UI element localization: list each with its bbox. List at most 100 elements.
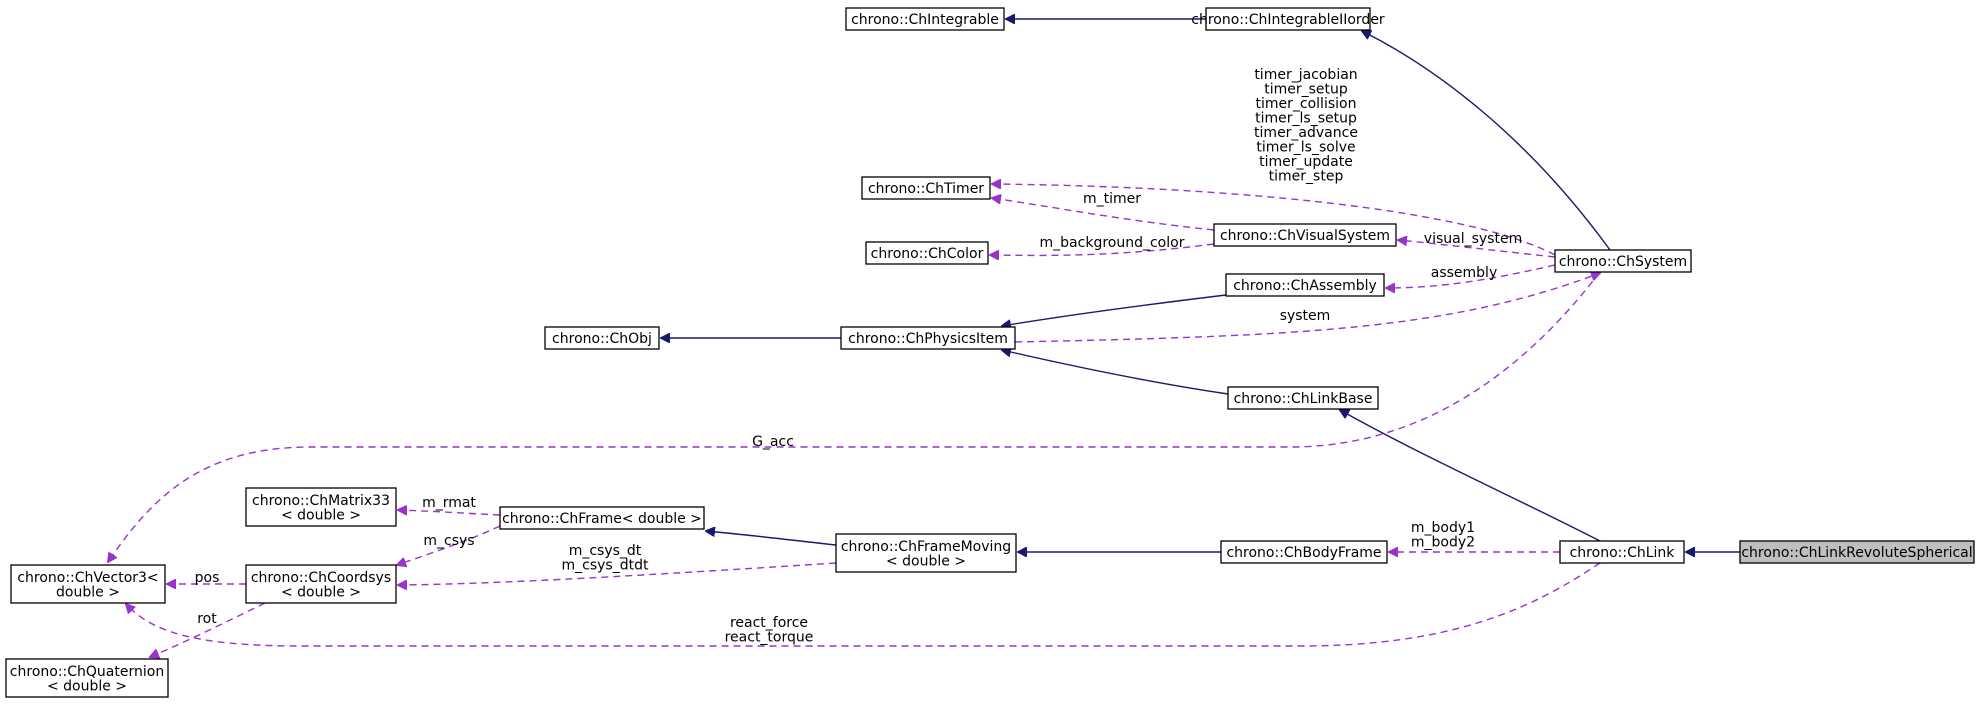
class-box	[1220, 540, 1388, 564]
class-name-line: chrono::ChLinkBase	[1234, 391, 1373, 407]
class-name-line: chrono::ChColor	[871, 246, 984, 262]
edge-label-visual-system: visual_system	[1424, 231, 1522, 247]
class-node-ChMatrix33[interactable]: chrono::ChMatrix33< double >	[245, 487, 397, 527]
class-name-line: chrono::ChLink	[1570, 545, 1676, 561]
edge-label-react: react_force	[730, 615, 808, 631]
edge-label-m-body: m_body1	[1411, 520, 1475, 536]
edge-label-timers: timer_advance	[1254, 125, 1358, 141]
edge-label-timers: timer_update	[1259, 154, 1353, 170]
class-node-ChFrameMoving[interactable]: chrono::ChFrameMoving< double >	[835, 533, 1017, 573]
class-name-line: double >	[56, 584, 120, 600]
class-box	[1559, 540, 1685, 564]
class-node-ChColor[interactable]: chrono::ChColor	[865, 241, 989, 265]
usage-edge-system	[1014, 273, 1600, 343]
class-name-line: chrono::ChMatrix33	[252, 493, 390, 509]
class-node-ChSystem[interactable]: chrono::ChSystem	[1554, 249, 1692, 273]
class-node-ChTimer[interactable]: chrono::ChTimer	[861, 176, 991, 200]
edge-label-timers: timer_ls_solve	[1256, 140, 1355, 156]
inherit-edge-assembly-to-physicsitem	[1002, 294, 1227, 326]
class-box	[1213, 223, 1397, 247]
class-node-ChVisualSystem[interactable]: chrono::ChVisualSystem	[1213, 223, 1397, 247]
class-name-line: < double >	[886, 553, 966, 569]
usage-edge-rot	[150, 602, 266, 657]
class-node-ChQuaternion[interactable]: chrono::ChQuaternion< double >	[5, 658, 169, 698]
edge-label-timers: timer_setup	[1264, 82, 1348, 98]
class-box	[861, 176, 991, 200]
class-box	[1205, 7, 1371, 31]
edge-label-system: system	[1280, 308, 1331, 324]
class-node-ChLinkRevoluteSpherical[interactable]: chrono::ChLinkRevoluteSpherical	[1739, 540, 1975, 564]
class-box	[1225, 273, 1385, 297]
usage-edge-m-timer	[992, 198, 1215, 231]
class-box	[5, 658, 169, 698]
class-name-line: chrono::ChLinkRevoluteSpherical	[1741, 545, 1972, 561]
edge-label-G-acc: G_acc	[752, 434, 794, 450]
edge-label-timers: timer_step	[1269, 169, 1344, 185]
class-name-line: chrono::ChFrame< double >	[502, 511, 702, 527]
class-node-ChIntegrableIIorder[interactable]: chrono::ChIntegrableIIorder	[1191, 7, 1385, 31]
class-box	[1554, 249, 1692, 273]
edge-label-timers: timer_collision	[1256, 96, 1357, 112]
nodes-layer: chrono::ChIntegrable chrono::ChIntegrable…	[5, 7, 1975, 698]
edge-label-pos: pos	[195, 570, 220, 586]
edges-layer	[108, 19, 1740, 657]
class-name-line: chrono::ChObj	[552, 331, 652, 347]
usage-edge-timers	[992, 184, 1556, 256]
class-node-ChLink[interactable]: chrono::ChLink	[1559, 540, 1685, 564]
class-node-ChIntegrable[interactable]: chrono::ChIntegrable	[845, 7, 1005, 31]
class-box	[865, 241, 989, 265]
class-name-line: chrono::ChSystem	[1559, 254, 1687, 270]
class-name-line: chrono::ChIntegrable	[851, 12, 999, 28]
edge-label-assembly: assembly	[1431, 265, 1497, 281]
edge-label-m-timer: m_timer	[1083, 191, 1141, 207]
class-node-ChVector3[interactable]: chrono::ChVector3<double >	[10, 564, 166, 604]
class-name-line: < double >	[281, 584, 361, 600]
class-box	[544, 326, 660, 350]
edge-label-m-body: m_body2	[1411, 535, 1475, 551]
usage-edge-visual-system	[1398, 240, 1556, 258]
class-node-ChFrame[interactable]: chrono::ChFrame< double >	[499, 506, 705, 530]
class-name-line: chrono::ChFrameMoving	[841, 539, 1011, 555]
class-box	[245, 487, 397, 527]
usage-edge-react	[126, 562, 1601, 647]
class-node-ChAssembly[interactable]: chrono::ChAssembly	[1225, 273, 1385, 297]
class-name-line: chrono::ChPhysicsItem	[848, 331, 1008, 347]
class-name-line: chrono::ChIntegrableIIorder	[1191, 12, 1385, 28]
edge-label-rot: rot	[197, 611, 217, 627]
class-name-line: chrono::ChQuaternion	[10, 664, 164, 680]
class-node-ChLinkBase[interactable]: chrono::ChLinkBase	[1227, 386, 1379, 410]
inherit-edge-link-to-linkbase	[1340, 410, 1601, 542]
usage-edge-m-background-color	[990, 243, 1215, 255]
class-box	[845, 7, 1005, 31]
class-name-line: chrono::ChAssembly	[1233, 278, 1377, 294]
class-node-ChCoordsys[interactable]: chrono::ChCoordsys< double >	[245, 564, 397, 604]
usage-edge-assembly	[1386, 264, 1556, 288]
usage-edge-g-acc	[108, 271, 1601, 562]
class-name-line: chrono::ChVisualSystem	[1220, 228, 1390, 244]
edge-label-m-csys-dt: m_csys_dtdt	[562, 558, 649, 574]
class-name-line: chrono::ChCoordsys	[251, 570, 391, 586]
class-node-ChPhysicsItem[interactable]: chrono::ChPhysicsItem	[840, 326, 1016, 350]
class-name-line: chrono::ChVector3<	[17, 570, 158, 586]
class-name-line: chrono::ChBodyFrame	[1226, 545, 1381, 561]
edge-labels-layer: timer_jacobiantimer_setuptimer_collision…	[195, 67, 1523, 646]
edge-label-m-csys-dt: m_csys_dt	[569, 543, 642, 559]
edge-label-react: react_torque	[725, 630, 814, 646]
class-box	[840, 326, 1016, 350]
class-name-line: < double >	[47, 678, 127, 694]
class-node-ChBodyFrame[interactable]: chrono::ChBodyFrame	[1220, 540, 1388, 564]
class-box	[835, 533, 1017, 573]
usage-edge-m-csys	[397, 525, 501, 565]
inherit-edge-system-to-integrableiiorder	[1362, 31, 1611, 251]
class-box	[499, 506, 705, 530]
class-node-ChObj[interactable]: chrono::ChObj	[544, 326, 660, 350]
edge-label-timers: timer_ls_setup	[1255, 111, 1357, 127]
usage-edge-m-csys-dt	[398, 562, 837, 585]
class-box	[245, 564, 397, 604]
class-box	[10, 564, 166, 604]
class-name-line: < double >	[281, 507, 361, 523]
edge-label-m-rmat: m_rmat	[422, 495, 476, 511]
inherit-edge-linkbase-to-physicsitem	[1002, 350, 1229, 395]
inherit-edge-framemoving-to-frame	[706, 531, 837, 546]
